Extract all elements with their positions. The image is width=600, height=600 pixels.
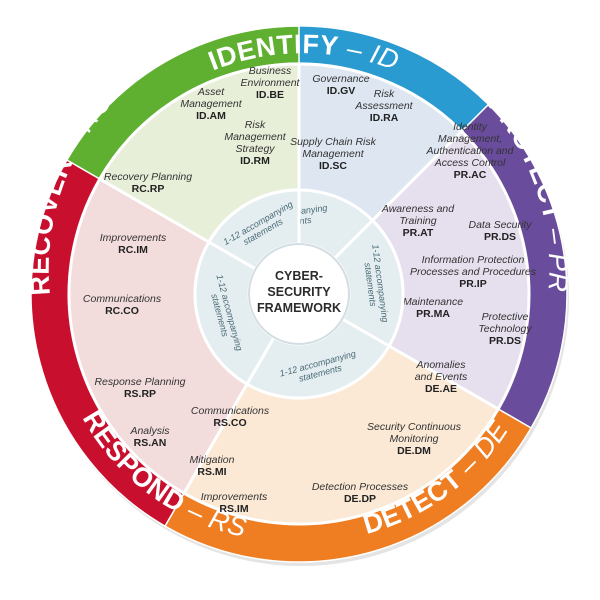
category-code: RS.CO [213,417,246,429]
category-name-line: Business [249,65,292,77]
core-title-line-2: SECURITY [267,285,331,299]
core-title-line-3: FRAMEWORK [257,301,341,315]
category-name-line: Management [224,131,286,143]
category-name-line: Response Planning [94,376,185,388]
category-code: ID.RA [370,112,399,124]
category-name-line: Identity [453,121,488,133]
category-code: ID.GV [327,85,356,97]
category-code: PR.DS [489,335,521,347]
category-name-line: Access Control [434,157,506,169]
core-title-line-1: CYBER- [275,269,323,283]
core-circle: CYBER- SECURITY FRAMEWORK [248,243,350,345]
category-code: PR.MA [416,308,450,320]
category-name-line: Improvements [100,232,167,244]
category-code: PR.AC [454,169,487,181]
category-name-line: Recovery Planning [104,171,192,183]
category-name-line: Awareness and [381,203,455,215]
category-code: RS.AN [134,437,167,449]
category-code: ID.BE [256,89,284,101]
category-name-line: Strategy [235,143,275,155]
category-code: ID.SC [319,160,347,172]
category-sectors [67,62,531,526]
category-name-line: Assessment [354,100,413,112]
category-code: RS.IM [219,503,248,515]
category-name-line: Information Protection [422,254,525,266]
category-code: RS.MI [197,466,226,478]
identify-function-dash: – [337,32,375,68]
category-code: RC.RP [132,183,165,195]
category-code: PR.AT [403,227,434,239]
category-name-line: Management [180,98,242,110]
category-code: RS.RP [124,388,156,400]
category-name-line: Risk [374,88,395,100]
category-code: RC.IM [118,244,148,256]
category-name-line: Mitigation [190,454,235,466]
category-name-line: Management [302,148,364,160]
category-name-line: Management, [438,133,502,145]
category-name-line: Processes and Procedures [410,266,537,278]
category-name-line: Anomalies [415,359,466,371]
category-name-line: Environment [241,77,301,89]
category-name-line: Monitoring [389,433,438,445]
category-name-line: Detection Processes [312,481,409,493]
category-name-line: Communications [83,293,162,305]
category-code: DE.AE [425,383,457,395]
category-name-line: Security Continuous [367,421,462,433]
category-name-line: Data Security [468,219,532,231]
category-name-line: Training [399,215,436,227]
protect-function-code: PR [542,253,573,293]
category-code: ID.AM [196,110,226,122]
category-code: ID.RM [240,155,270,167]
category-code: DE.DM [397,445,431,457]
category-name-line: Supply Chain Risk [290,136,377,148]
category-name-line: Risk [245,119,266,131]
category-labels: AssetManagementID.AMBusinessEnvironmentI… [83,65,537,515]
category-name-line: Communications [191,405,270,417]
protect-function-dash: – [539,218,573,254]
category-name-line: Improvements [201,491,268,503]
category-name-line: and Events [415,371,468,383]
category-name-line: Maintenance [403,296,463,308]
category-code: DE.DP [344,493,376,505]
category-name-line: Asset [197,86,225,98]
category-code: RC.CO [105,305,139,317]
category-name-line: Authentication and [426,145,515,157]
category-name-line: Governance [312,73,369,85]
category-name-line: Technology [478,323,532,335]
category-code: PR.DS [484,231,516,243]
category-name-line: Analysis [129,425,170,437]
category-code: PR.IP [459,278,486,290]
category-name-line: Protective [482,311,529,323]
